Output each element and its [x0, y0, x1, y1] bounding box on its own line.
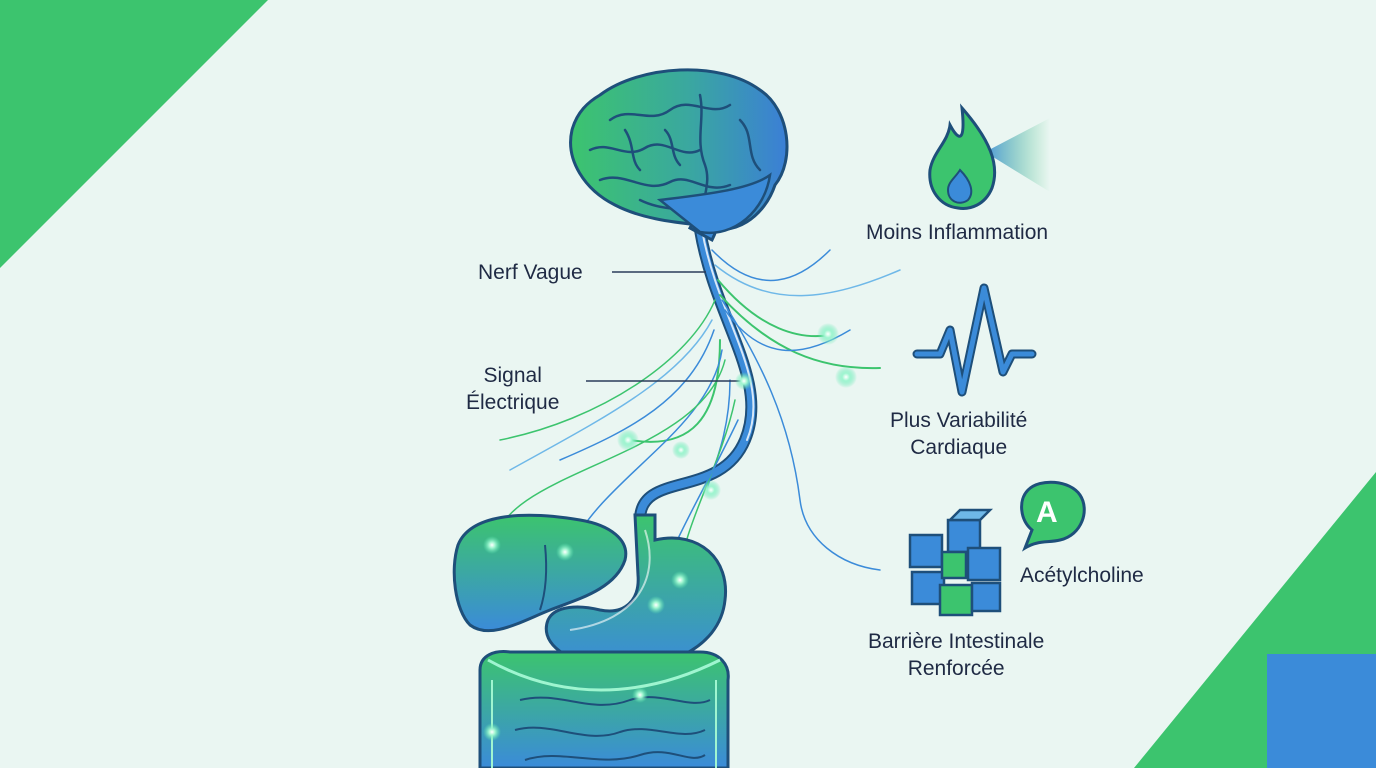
corner-square-bottom-right — [1267, 654, 1376, 768]
acetylcholine-badge-letter: A — [1036, 496, 1058, 530]
intestines — [478, 650, 730, 768]
acetylcholine-text: Acétylcholine — [1020, 564, 1144, 587]
variabilite-text-line-1: Plus Variabilité — [890, 409, 1028, 432]
flame-icon — [928, 103, 1050, 210]
barriere-label: Barrière Intestinale Renforcée — [868, 628, 1044, 682]
nerf-vague-label: Nerf Vague — [478, 259, 583, 286]
corner-shape-top-left — [0, 0, 268, 268]
speech-bubble-icon — [1020, 480, 1086, 552]
barriere-text-line-1: Barrière Intestinale — [868, 630, 1045, 653]
signal-electrique-label: Signal Électrique — [466, 362, 559, 416]
signal-text-line-1: Signal — [483, 364, 542, 387]
variabilite-text-line-2: Cardiaque — [910, 436, 1008, 459]
acetylcholine-label: Acétylcholine — [1020, 562, 1144, 589]
nerf-vague-text: Nerf Vague — [478, 261, 583, 284]
signal-nodes — [483, 323, 857, 741]
inflammation-label: Moins Inflammation — [866, 219, 1048, 246]
nerve-fibers — [494, 224, 901, 606]
variabilite-label: Plus Variabilité Cardiaque — [890, 407, 1027, 461]
cube-cluster-icon — [908, 508, 1002, 617]
signal-text-line-2: Électrique — [466, 391, 560, 414]
acetylcholine-badge-text: A — [1036, 496, 1058, 529]
inflammation-text: Moins Inflammation — [866, 221, 1049, 244]
heartbeat-icon — [912, 283, 1037, 397]
barriere-text-line-2: Renforcée — [907, 657, 1005, 680]
brain-icon — [569, 68, 789, 243]
